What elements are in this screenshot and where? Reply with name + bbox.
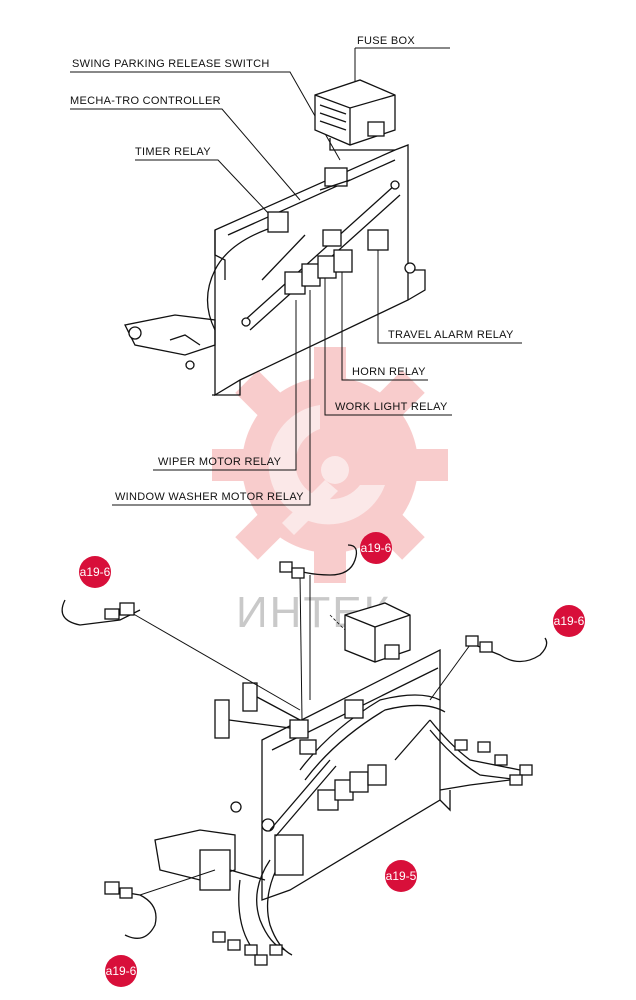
label-travel-alarm-relay: TRAVEL ALARM RELAY xyxy=(388,329,514,341)
callout-badge-bottom-left[interactable]: a19-6 xyxy=(105,955,137,987)
label-window-washer-motor-relay: WINDOW WASHER MOTOR RELAY xyxy=(115,491,304,503)
label-work-light-relay: WORK LIGHT RELAY xyxy=(335,401,448,413)
label-wiper-motor-relay: WIPER MOTOR RELAY xyxy=(158,456,282,468)
upper-relay-panel-drawing xyxy=(70,47,522,506)
callout-badge-middle-right[interactable]: a19-5 xyxy=(385,860,417,892)
callout-badge-left[interactable]: a19-6 xyxy=(79,556,111,588)
label-mecha-tro-controller: MECHA-TRO CONTROLLER xyxy=(70,95,221,107)
lower-harness-exploded-drawing xyxy=(61,544,548,966)
label-fuse-box: FUSE BOX xyxy=(357,35,416,47)
label-swing-parking-release-switch: SWING PARKING RELEASE SWITCH xyxy=(72,58,270,70)
callout-badge-right[interactable]: a19-6 xyxy=(553,605,585,637)
label-horn-relay: HORN RELAY xyxy=(352,366,426,378)
label-timer-relay: TIMER RELAY xyxy=(135,146,211,158)
callout-badge-top-center[interactable]: a19-6 xyxy=(360,532,392,564)
